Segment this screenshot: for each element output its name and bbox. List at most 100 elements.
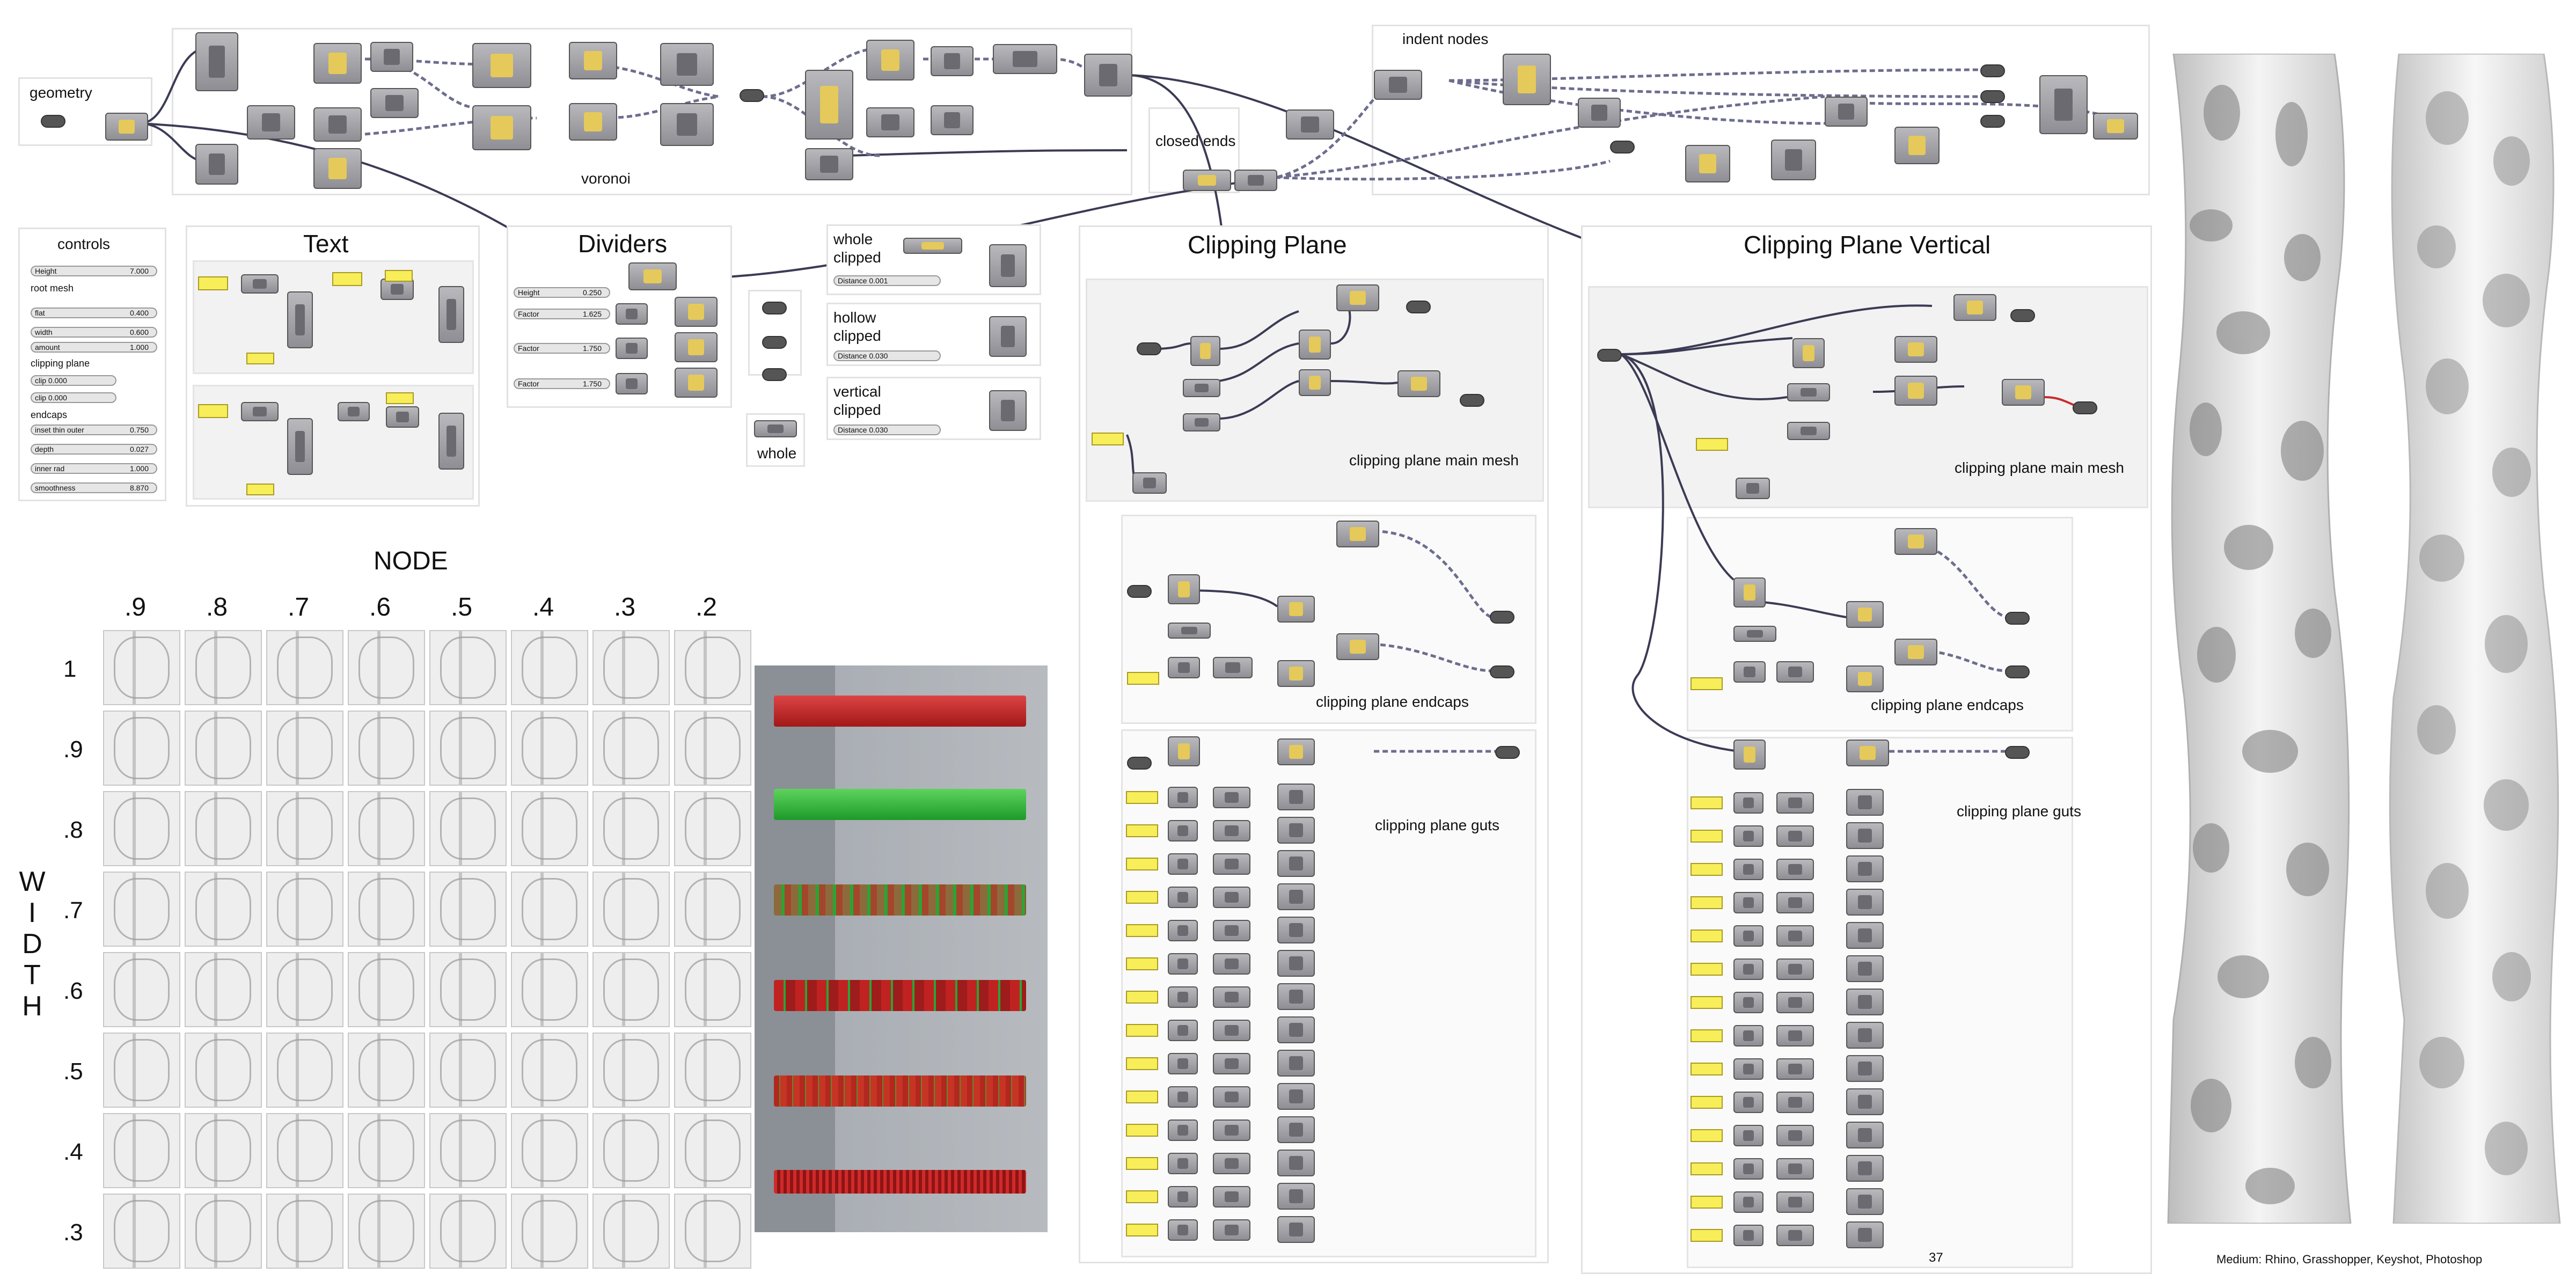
node[interactable]	[438, 413, 464, 470]
node[interactable]	[1277, 738, 1315, 765]
node[interactable]	[1168, 853, 1198, 875]
node[interactable]	[1213, 1020, 1250, 1041]
panel-input[interactable]	[1690, 1196, 1723, 1209]
node[interactable]	[1168, 820, 1198, 841]
node[interactable]	[1336, 521, 1379, 547]
node[interactable]	[1503, 54, 1551, 105]
node[interactable]	[1733, 626, 1776, 642]
node[interactable]	[1733, 1058, 1763, 1080]
node[interactable]	[569, 42, 617, 79]
node[interactable]	[1787, 383, 1830, 401]
geometry-param[interactable]	[41, 115, 65, 128]
geometry-param[interactable]	[1460, 394, 1484, 407]
node[interactable]	[1277, 1150, 1315, 1176]
slider-amount[interactable]: amount 1.000	[31, 342, 157, 353]
slider-height[interactable]: Height 7.000	[31, 266, 157, 276]
node[interactable]	[1397, 370, 1440, 397]
node[interactable]	[2039, 75, 2088, 134]
slider-clip[interactable]: clip 0.000	[31, 375, 116, 386]
node[interactable]	[1168, 736, 1200, 766]
node[interactable]	[1213, 1119, 1250, 1141]
node[interactable]	[1183, 413, 1220, 431]
node[interactable]	[1733, 859, 1763, 880]
node[interactable]	[1213, 887, 1250, 908]
panel-input[interactable]	[1690, 1096, 1723, 1109]
geometry-param[interactable]	[1980, 64, 2005, 77]
node[interactable]	[1733, 1158, 1763, 1180]
node[interactable]	[1733, 825, 1763, 847]
node[interactable]	[1736, 478, 1770, 499]
node[interactable]	[1846, 1055, 1884, 1082]
node[interactable]	[105, 113, 148, 141]
panel-input[interactable]	[1127, 672, 1159, 685]
node[interactable]	[1733, 1125, 1763, 1146]
node[interactable]	[1277, 784, 1315, 810]
node[interactable]	[1846, 989, 1884, 1015]
node[interactable]	[1213, 820, 1250, 841]
node[interactable]	[1894, 639, 1937, 665]
node[interactable]	[1168, 986, 1198, 1008]
node[interactable]	[195, 144, 238, 185]
panel-input[interactable]	[246, 353, 274, 364]
node[interactable]	[1168, 920, 1198, 941]
node[interactable]	[1168, 623, 1211, 639]
node[interactable]	[1213, 1153, 1250, 1174]
node[interactable]	[1733, 740, 1766, 770]
node[interactable]	[1776, 859, 1814, 880]
node[interactable]	[616, 373, 648, 394]
panel-input[interactable]	[1126, 858, 1158, 870]
geometry-param[interactable]	[1127, 585, 1152, 598]
node[interactable]	[1168, 887, 1198, 908]
geometry-param[interactable]	[1495, 746, 1520, 759]
node[interactable]	[1846, 889, 1884, 916]
panel-input[interactable]	[332, 272, 362, 286]
geometry-param[interactable]	[1127, 757, 1152, 770]
panel-input[interactable]	[198, 404, 228, 418]
node[interactable]	[1776, 1225, 1814, 1246]
slider-width[interactable]: width 0.600	[31, 327, 157, 338]
node[interactable]	[1776, 1092, 1814, 1113]
node[interactable]	[1084, 54, 1132, 97]
geometry-param[interactable]	[2073, 401, 2097, 414]
node[interactable]	[1277, 850, 1315, 877]
node[interactable]	[1733, 792, 1763, 814]
panel-input[interactable]	[1690, 1029, 1723, 1042]
node[interactable]	[1776, 992, 1814, 1013]
node[interactable]	[1685, 145, 1730, 182]
node[interactable]	[241, 402, 279, 421]
node[interactable]	[1776, 661, 1814, 683]
node[interactable]	[1894, 376, 1937, 406]
node[interactable]	[1277, 983, 1315, 1010]
panel-input[interactable]	[386, 392, 414, 404]
node[interactable]	[1374, 70, 1422, 100]
node[interactable]	[1132, 472, 1167, 494]
panel-input[interactable]	[1126, 891, 1158, 904]
node[interactable]	[993, 44, 1057, 74]
node[interactable]	[1846, 1122, 1884, 1148]
panel-input[interactable]	[1126, 1224, 1158, 1236]
node[interactable]	[1733, 1025, 1763, 1046]
node[interactable]	[1213, 1086, 1250, 1108]
node[interactable]	[1168, 1086, 1198, 1108]
geometry-param[interactable]	[1980, 115, 2005, 128]
node[interactable]	[1776, 1125, 1814, 1146]
geometry-param[interactable]	[1406, 301, 1431, 313]
node[interactable]	[1213, 853, 1250, 875]
node[interactable]	[660, 103, 714, 146]
panel-input[interactable]	[1690, 996, 1723, 1009]
geometry-param[interactable]	[1490, 665, 1514, 678]
node[interactable]	[931, 105, 974, 135]
panel-input[interactable]	[1126, 1057, 1158, 1070]
preview-param[interactable]	[762, 368, 787, 381]
divider-slider[interactable]: Factor 1.750	[514, 343, 610, 354]
node[interactable]	[1213, 1186, 1250, 1208]
geometry-param[interactable]	[1610, 141, 1635, 153]
panel-input[interactable]	[385, 270, 413, 282]
distance-slider[interactable]: Distance 0.001	[833, 275, 941, 286]
node[interactable]	[1277, 1016, 1315, 1043]
panel-input[interactable]	[1126, 1124, 1158, 1137]
node[interactable]	[1846, 955, 1884, 982]
node[interactable]	[1846, 789, 1884, 816]
node[interactable]	[1277, 950, 1315, 977]
distance-slider[interactable]: Distance 0.030	[833, 425, 941, 435]
